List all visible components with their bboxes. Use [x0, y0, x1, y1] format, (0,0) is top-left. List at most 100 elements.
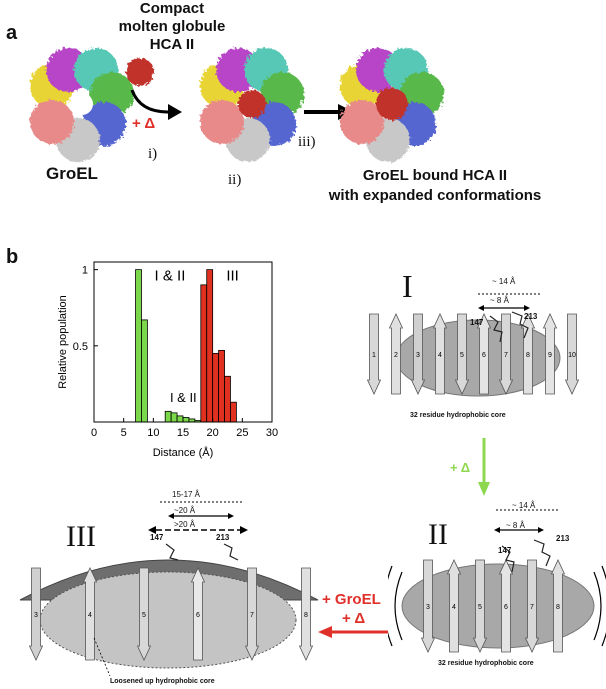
- groel-ring-1: [30, 48, 134, 162]
- strandsI-strand-3: [410, 313, 426, 395]
- hca-title-line-3: HCA II: [149, 36, 195, 53]
- strandsIII-strand-label-3: 3: [34, 612, 38, 619]
- strandsII-strand-label-3: 3: [426, 604, 430, 611]
- strandsI-strand-label-1: 1: [372, 352, 376, 359]
- y-tick-label-1: 1: [82, 265, 88, 277]
- step-ii-label: ii): [228, 172, 242, 188]
- strandsI-strand-1: [366, 313, 382, 395]
- strandsI-strand-label-4: 4: [438, 352, 442, 359]
- histogram-bar-2-2: [212, 353, 220, 423]
- state-II-diagram: 3 4 5 6 7 8: [388, 509, 606, 653]
- state-I-label: I: [402, 268, 413, 304]
- x-axis-label: Distance (Å): [153, 446, 214, 459]
- strandsII-strand-label-7: 7: [530, 604, 534, 611]
- strandsIII-strand-3: [28, 567, 44, 661]
- III-distance-20: ~20 Å: [174, 506, 196, 515]
- II-residue-147: 147: [498, 546, 512, 555]
- strandsIII-strand-label-4: 4: [88, 612, 92, 619]
- hca-title-line-2: molten globule: [118, 18, 226, 35]
- strandsII-strand-label-4: 4: [452, 604, 456, 611]
- strandsIII-strand-label-6: 6: [196, 612, 200, 619]
- panel-a-label: a: [6, 22, 18, 44]
- I-residue-147: 147: [470, 318, 484, 327]
- strandsI-strand-5: [454, 313, 470, 395]
- strandsI-strand-9: [542, 313, 558, 395]
- green-heat-arrow: [478, 438, 490, 496]
- III-residue-213: 213: [216, 533, 230, 542]
- strandsII-strand-label-5: 5: [478, 604, 482, 611]
- strandsII-strand-8: [550, 559, 566, 653]
- strandsII-strand-7: [524, 559, 540, 653]
- strandsI-strand-label-6: 6: [482, 352, 486, 359]
- histogram-bar-2-3: [218, 349, 225, 423]
- groel-arrow-line-1: + GroEL: [322, 591, 381, 608]
- result-label: GroEL bound HCA II with expanded conform…: [320, 166, 550, 206]
- hca-molecule: [126, 58, 154, 86]
- I-residue-213: 213: [524, 312, 538, 321]
- y-tick-label-0: 0.5: [73, 341, 88, 353]
- strandsI-strand-4: [432, 313, 448, 395]
- histogram-bar-0-1: [141, 319, 148, 423]
- strandsI-strand-label-2: 2: [394, 352, 398, 359]
- state-III-label: III: [66, 520, 96, 553]
- panel-a-graphic: [30, 48, 444, 162]
- histogram-bar-1-2: [176, 415, 184, 423]
- II-distance-14: ~ 14 Å: [512, 501, 536, 510]
- step-i-label: i): [148, 146, 158, 162]
- histogram-bar-0-0: [135, 269, 142, 423]
- x-tick-label-25: 25: [236, 427, 248, 439]
- strandsI-strand-8: [520, 313, 536, 395]
- strandsI-strand-label-7: 7: [504, 352, 508, 359]
- I-distance-8: ~ 8 Å: [490, 296, 509, 305]
- heat-label-b: + Δ: [450, 460, 471, 475]
- strandsII-strand-5: [472, 559, 488, 653]
- strandsII-strand-6: [498, 559, 514, 653]
- I-distance-14: ~ 14 Å: [492, 277, 516, 286]
- strandsIII-strand-label-5: 5: [142, 612, 146, 619]
- strandsIII-strand-6: [190, 567, 206, 661]
- histogram-bar-1-0: [164, 410, 172, 423]
- II-core-label: 32 residue hydrophobic core: [438, 660, 534, 667]
- strandsII-strand-label-6: 6: [504, 604, 508, 611]
- x-tick-label-30: 30: [266, 427, 278, 439]
- chart-annotation-0: I & II: [155, 267, 186, 284]
- state-III-diagram: 3 4 5 6 7 8: [19, 501, 319, 677]
- strandsIII-strand-label-7: 7: [250, 612, 254, 619]
- groel-ring-3: [340, 48, 444, 162]
- strandsIII-strand-5: [136, 567, 152, 661]
- II-residue-213: 213: [556, 534, 570, 543]
- histogram-bar-2-1: [206, 269, 214, 423]
- result-line-1: GroEL bound HCA II: [362, 167, 508, 184]
- histogram-bar-1-1: [170, 412, 178, 423]
- strandsII-strand-label-8: 8: [556, 604, 560, 611]
- strandsI-strand-label-3: 3: [416, 352, 420, 359]
- III-core-label: Loosened up hydrophobic core: [110, 678, 215, 685]
- strandsIII-strand-label-8: 8: [304, 612, 308, 619]
- x-tick-label-15: 15: [177, 427, 189, 439]
- strandsII-strand-4: [446, 559, 462, 653]
- panel-b-label: b: [6, 246, 19, 268]
- state-II-label: II: [428, 518, 448, 551]
- strandsI-strand-label-9: 9: [548, 352, 552, 359]
- strandsI-strand-6: [476, 313, 492, 395]
- histogram-bar-2-0: [200, 284, 208, 423]
- x-tick-label-20: 20: [207, 427, 219, 439]
- strandsIII-strand-8: [298, 567, 314, 661]
- III-distance-gt20: >20 Å: [174, 520, 196, 529]
- heat-label-a: + Δ: [132, 115, 156, 132]
- chart-annotation-1: I & II: [170, 390, 197, 405]
- y-axis-label: Relative population: [57, 295, 69, 389]
- result-line-2: with expanded conformations: [328, 187, 542, 204]
- hca-title: Compact molten globule HCA II: [112, 0, 232, 54]
- hca-title-line-1: Compact: [139, 0, 205, 17]
- strandsI-strand-2: [388, 313, 404, 395]
- strandsI-strand-7: [498, 313, 514, 395]
- groel-ring-2: [200, 48, 304, 162]
- II-distance-8: ~ 8 Å: [506, 521, 525, 530]
- strandsI-strand-label-8: 8: [526, 352, 530, 359]
- I-core-label: 32 residue hydrophobic core: [410, 412, 506, 419]
- x-tick-label-5: 5: [121, 427, 127, 439]
- groel-arrow-line-2: + Δ: [342, 610, 366, 627]
